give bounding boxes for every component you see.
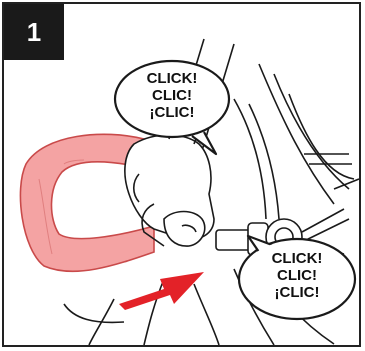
step-number-badge: 1 [4, 4, 64, 60]
click-label-bottom: CLICK! CLIC! ¡CLIC! [242, 250, 352, 301]
direction-arrow-icon [119, 272, 204, 310]
click-label-top: CLICK! CLIC! ¡CLIC! [117, 70, 227, 121]
instruction-panel: 1 [2, 2, 361, 347]
